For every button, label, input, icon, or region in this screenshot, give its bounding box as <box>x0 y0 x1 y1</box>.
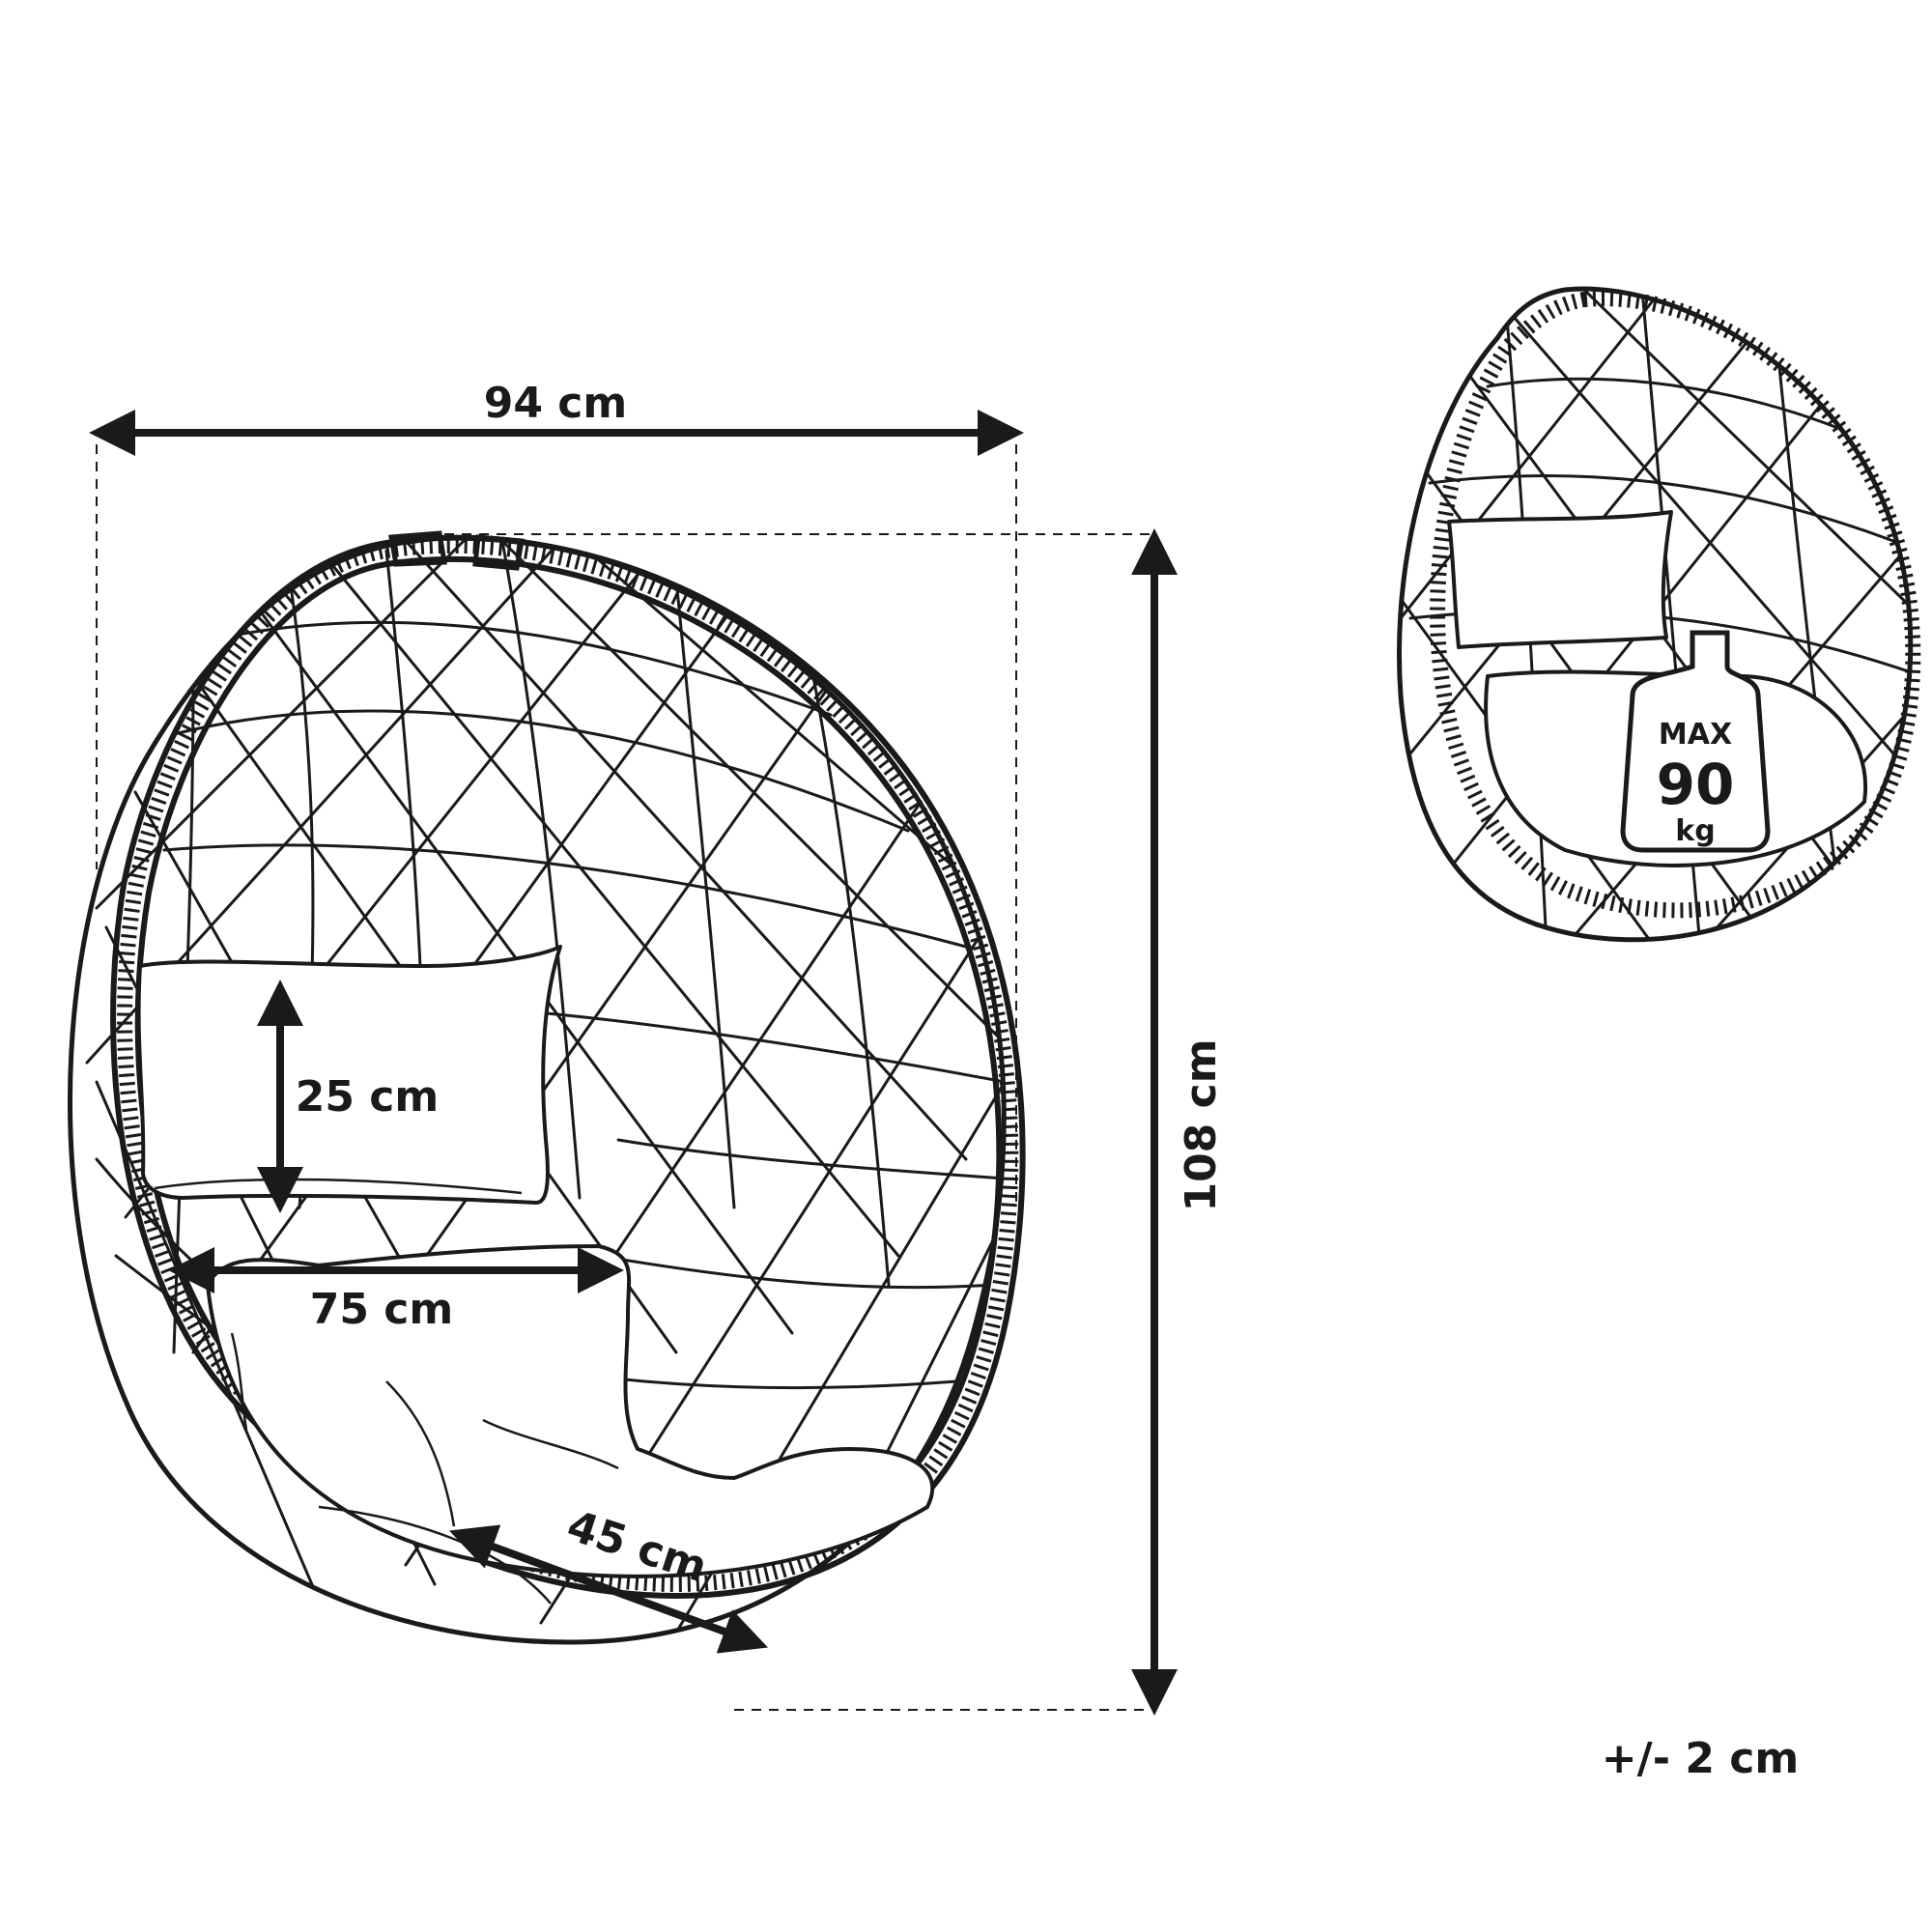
dimension-guides <box>96 444 1150 1711</box>
height-dimension: 108 cm <box>1131 528 1226 1716</box>
back-pillow <box>136 945 562 1205</box>
pillow-height-dimension: 25 cm <box>257 980 439 1213</box>
pillow-height-label: 25 cm <box>296 1072 439 1122</box>
weight-icon <box>1620 630 1771 853</box>
max-weight-unit: kg <box>1675 814 1715 848</box>
width-label: 94 cm <box>484 379 627 428</box>
seat-width-label: 75 cm <box>310 1285 453 1334</box>
width-dimension: 94 cm <box>89 379 1024 456</box>
top-bracket <box>388 530 447 567</box>
seat-width-dimension: 75 cm <box>168 1247 624 1334</box>
max-weight-badge: MAX 90 kg <box>1620 630 1771 853</box>
max-weight-line1: MAX <box>1659 718 1732 752</box>
max-weight-value: 90 <box>1657 752 1735 817</box>
small-chair-illustration <box>1396 286 1921 943</box>
seat-depth-arrow <box>448 1524 769 1654</box>
egg-chair-illustration <box>68 530 1026 1645</box>
tolerance-note: +/- 2 cm <box>1602 1734 1799 1783</box>
height-label: 108 cm <box>1177 1038 1226 1211</box>
